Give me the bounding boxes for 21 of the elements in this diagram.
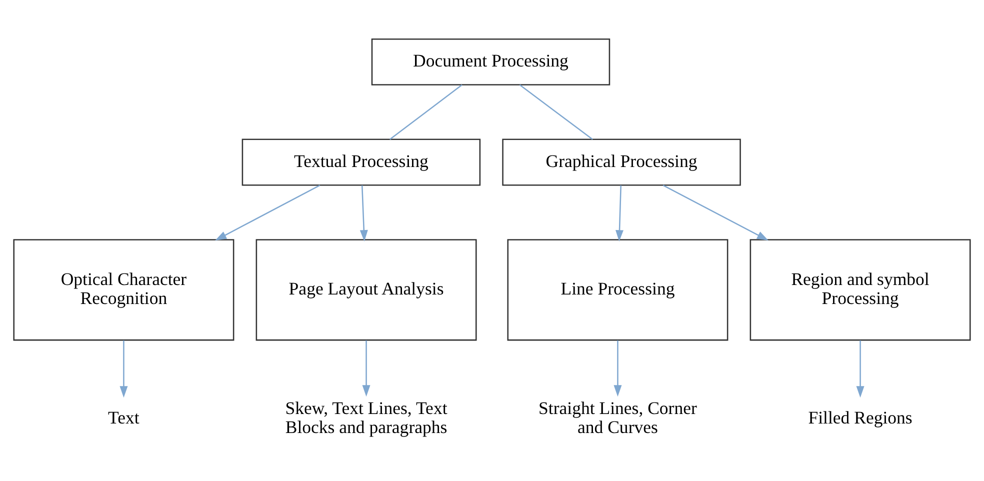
node-box: Optical Character Recognition (13, 238, 234, 340)
arrow (215, 184, 320, 240)
node-box: Textual Processing (242, 138, 481, 186)
node-box: Line Processing (507, 238, 728, 340)
node-box: Region and symbol Processing (750, 238, 971, 340)
node-box: Page Layout Analysis (256, 238, 477, 340)
arrow (362, 340, 370, 396)
connector (519, 84, 593, 140)
node-text: Text (108, 406, 140, 427)
node-text: Skew, Text Lines, Text Blocks and paragraphs (285, 397, 448, 437)
arrow (360, 184, 368, 242)
arrow (662, 184, 768, 240)
node-box: Graphical Processing (502, 138, 741, 186)
arrow (120, 340, 128, 398)
node-text: Filled Regions (808, 406, 912, 427)
connector (389, 84, 462, 140)
arrow (616, 184, 624, 242)
arrow (614, 340, 622, 396)
arrow (856, 340, 864, 398)
node-text: Straight Lines, Corner and Curves (538, 397, 697, 437)
node-box: Document Processing (371, 38, 610, 85)
